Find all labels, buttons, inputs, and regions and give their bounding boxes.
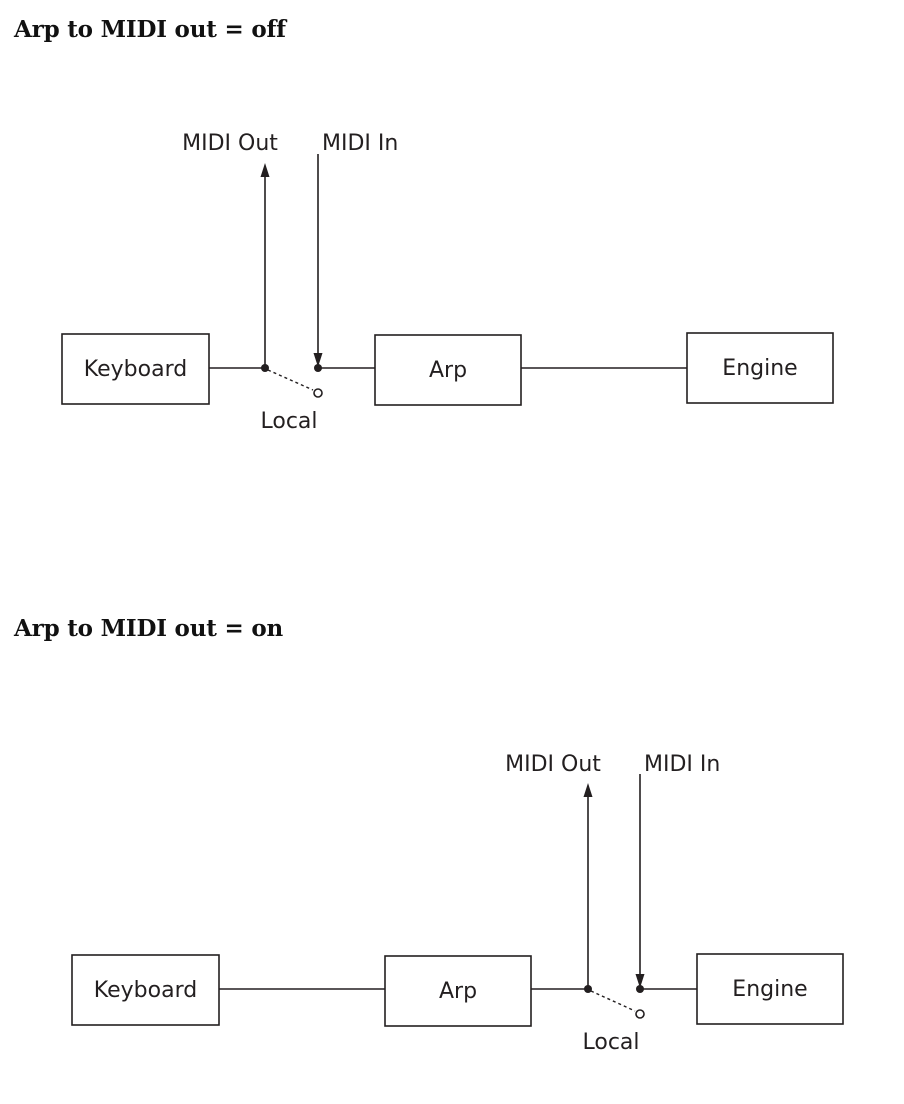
diagram-on-heading: Arp to MIDI out = on xyxy=(14,615,283,642)
engine-label: Engine xyxy=(722,356,797,381)
diagram-arp-midi-on: Keyboard Arp Engine MIDI Out MIDI In Loc… xyxy=(71,752,844,1055)
keyboard-box xyxy=(71,954,220,1026)
diagram-arp-midi-off: Keyboard Arp Engine MIDI Out MIDI In Loc… xyxy=(61,131,834,434)
arp-label: Arp xyxy=(429,358,467,383)
midi-out-arrowhead xyxy=(583,783,593,797)
switch-contact-dot xyxy=(636,985,644,993)
engine-box xyxy=(696,953,844,1025)
local-switch-lever xyxy=(267,369,314,391)
local-switch-lever xyxy=(590,990,636,1012)
engine-label: Engine xyxy=(732,977,807,1002)
midi-out-arrowhead xyxy=(260,163,270,177)
midi-out-label: MIDI Out xyxy=(182,131,278,156)
keyboard-label: Keyboard xyxy=(94,978,197,1003)
keyboard-label: Keyboard xyxy=(84,357,187,382)
switch-pivot-dot xyxy=(584,985,592,993)
diagram-off-heading: Arp to MIDI out = off xyxy=(14,16,286,43)
local-label: Local xyxy=(582,1030,639,1055)
switch-pivot-dot xyxy=(261,364,269,372)
local-label: Local xyxy=(260,409,317,434)
keyboard-box xyxy=(61,333,210,405)
midi-in-label: MIDI In xyxy=(644,752,720,777)
arp-box xyxy=(384,955,532,1027)
local-open-contact xyxy=(635,1009,645,1019)
local-open-contact xyxy=(313,388,323,398)
arp-label: Arp xyxy=(439,979,477,1004)
midi-in-arrowhead xyxy=(635,974,645,988)
midi-in-label: MIDI In xyxy=(322,131,398,156)
midi-in-arrowhead xyxy=(313,353,323,367)
switch-contact-dot xyxy=(314,364,322,372)
midi-out-label: MIDI Out xyxy=(505,752,601,777)
engine-box xyxy=(686,332,834,404)
arp-box xyxy=(374,334,522,406)
